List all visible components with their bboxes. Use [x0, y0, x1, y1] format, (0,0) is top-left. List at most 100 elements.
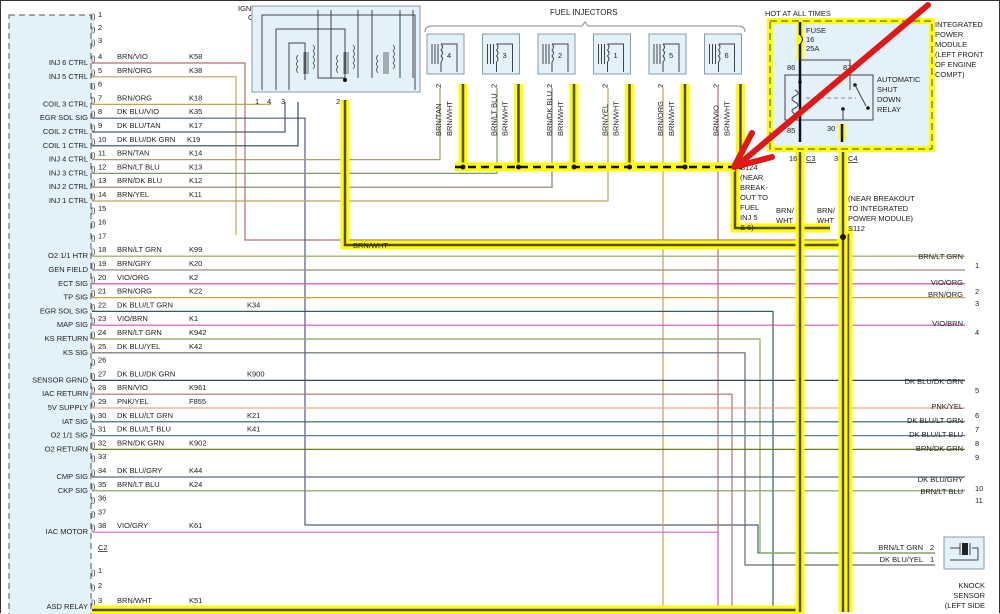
output-wire-label: DK BLU/DK GRN [905, 377, 963, 386]
injector-body [482, 33, 520, 75]
pcm-pin-function: ASD RELAY [46, 602, 88, 611]
wire-color-label: BRN/ORG [117, 93, 152, 102]
injector-body [648, 33, 687, 75]
pcm-pin-number: 25 [98, 342, 106, 351]
pcm-pin-bracket: |) [91, 289, 96, 298]
circuit-id-label: K21 [247, 411, 260, 420]
output-wire-label: PNK/YEL [931, 402, 963, 411]
injector-pin2-number: 2 [601, 84, 610, 88]
pcm-pin-bracket: |) [91, 568, 96, 577]
splice-dot [571, 164, 577, 170]
pcm-pin-bracket: |) [91, 68, 96, 77]
wire-color-label: VIO/BRN [117, 314, 148, 323]
wire-inj2 [92, 88, 553, 188]
pcm-pin-function: IAC RETURN [42, 389, 88, 398]
s112-label: (NEAR BREAKOUT [848, 194, 915, 203]
wire-label: WHT [817, 216, 834, 225]
s124-label: S124 [740, 163, 758, 172]
circuit-id-label: K99 [189, 245, 202, 254]
wire-color-label: DK BLU/TAN [117, 121, 161, 130]
pcm-pin-bracket: |) [91, 468, 96, 477]
wire-label: WHT [776, 216, 793, 225]
output-wire-label: BRN/ORG [928, 290, 963, 299]
relay-label: AUTOMATIC [877, 75, 921, 84]
fuse-label: 16 [806, 35, 814, 44]
pcm-pin-function: COIL 1 CTRL [43, 141, 88, 150]
pcm-pin-number: 16 [98, 218, 106, 227]
circuit-id-label: K12 [189, 176, 202, 185]
pcm-pin-bracket: |) [91, 275, 96, 284]
pcm-pin-number: 5 [98, 66, 102, 75]
wire-inj6 [92, 62, 838, 241]
c4-label: C4 [848, 154, 858, 163]
pcm-pin-function: IAT SIG [62, 417, 88, 426]
injector-core-icon [653, 44, 661, 64]
pcm-pin-function: INJ 1 CTRL [49, 196, 88, 205]
relay-label: SHUT [877, 85, 898, 94]
pcm-pin-number: 15 [98, 204, 106, 213]
pcm-pin-function: O2 1/1 HTR [48, 251, 89, 260]
injector-core-icon [542, 44, 550, 64]
fuse-label: 25A [806, 44, 819, 53]
circuit-id-label: K17 [189, 121, 202, 130]
circuit-id-label: K1 [189, 314, 198, 323]
circuit-id-label: K34 [247, 300, 260, 309]
pcm-pin-bracket: |) [91, 25, 96, 34]
pcm-pin-bracket: |) [91, 38, 96, 47]
pcm-pin-function: O2 1/1 SIG [50, 431, 88, 440]
pcm-pin-bracket: |) [91, 95, 96, 104]
pcm-pin-number: 38 [98, 521, 106, 530]
wires-layer [92, 62, 965, 614]
s112-label: POWER MODULE) [848, 214, 914, 223]
wire-inj1 [92, 88, 609, 202]
wire-label: BRN/ [817, 206, 836, 215]
splice-dot [627, 164, 632, 170]
wire-pin-28 [92, 393, 733, 612]
wire-color-label: BRN/LT GRN [117, 245, 162, 254]
wire-pin-24 [92, 338, 935, 554]
pcm-pin-bracket: |) [91, 399, 96, 408]
injector-pin2-wire: BRN/LT BLU [490, 93, 499, 136]
pcm-pin-bracket: |) [91, 206, 96, 215]
pcm-pin-number: 34 [98, 466, 106, 475]
output-pin-number: 8 [975, 439, 979, 448]
circuit-id-label: K961 [189, 383, 207, 392]
s112-label: S112 [848, 224, 865, 233]
pcm-pin-function: KS SIG [63, 348, 88, 357]
pcm-pin-function: COIL 3 CTRL [43, 99, 88, 108]
injector-pin1-wire: BRN/WHT [612, 101, 621, 136]
pcm-pin-number: 12 [98, 162, 106, 171]
pcm-pin-bracket: |) [91, 371, 96, 380]
pcm-pin-number: 31 [98, 425, 106, 434]
pcm-pin-number: 13 [98, 176, 106, 185]
circuit-id-label: K11 [189, 190, 202, 199]
pcm-pin-function: O2 RETURN [45, 444, 88, 453]
module-label: INTEGRATED [935, 20, 983, 29]
wire-color-label: BRN/ORG [117, 66, 152, 75]
circuit-id-label: K58 [189, 52, 202, 61]
injector-pin1-wire: BRN/WHT [667, 101, 676, 136]
injector-number: 5 [669, 51, 673, 60]
coil-pin-1: 1 [255, 97, 259, 106]
output-pin-number: 10 [975, 484, 983, 493]
output-pin-number: 2 [975, 287, 979, 296]
c4-pin-label: 3 [834, 154, 838, 163]
wire-color-label: BRN/GRY [117, 259, 151, 268]
pcm-pin-number: 37 [98, 507, 106, 516]
pin-30-label: 30 [827, 124, 835, 133]
pcm-pin-number: 32 [98, 438, 106, 447]
wire-color-label: VIO/GRY [117, 521, 148, 530]
splice-s112-dot [840, 234, 846, 240]
knock-sensor-pin: 2 [930, 543, 934, 552]
coil-pin-3: 3 [281, 97, 285, 106]
pcm-pin-bracket: |) [91, 123, 96, 132]
pcm-pin-number: 4 [98, 52, 102, 61]
pcm-pin-bracket: |) [91, 151, 96, 160]
pcm-pin-function: INJ 4 CTRL [49, 155, 88, 164]
pcm-pin-number: 35 [98, 480, 106, 489]
pcm-pin-number: 14 [98, 190, 106, 199]
pcm-pin-number: 22 [98, 300, 106, 309]
injector-body [704, 33, 742, 75]
